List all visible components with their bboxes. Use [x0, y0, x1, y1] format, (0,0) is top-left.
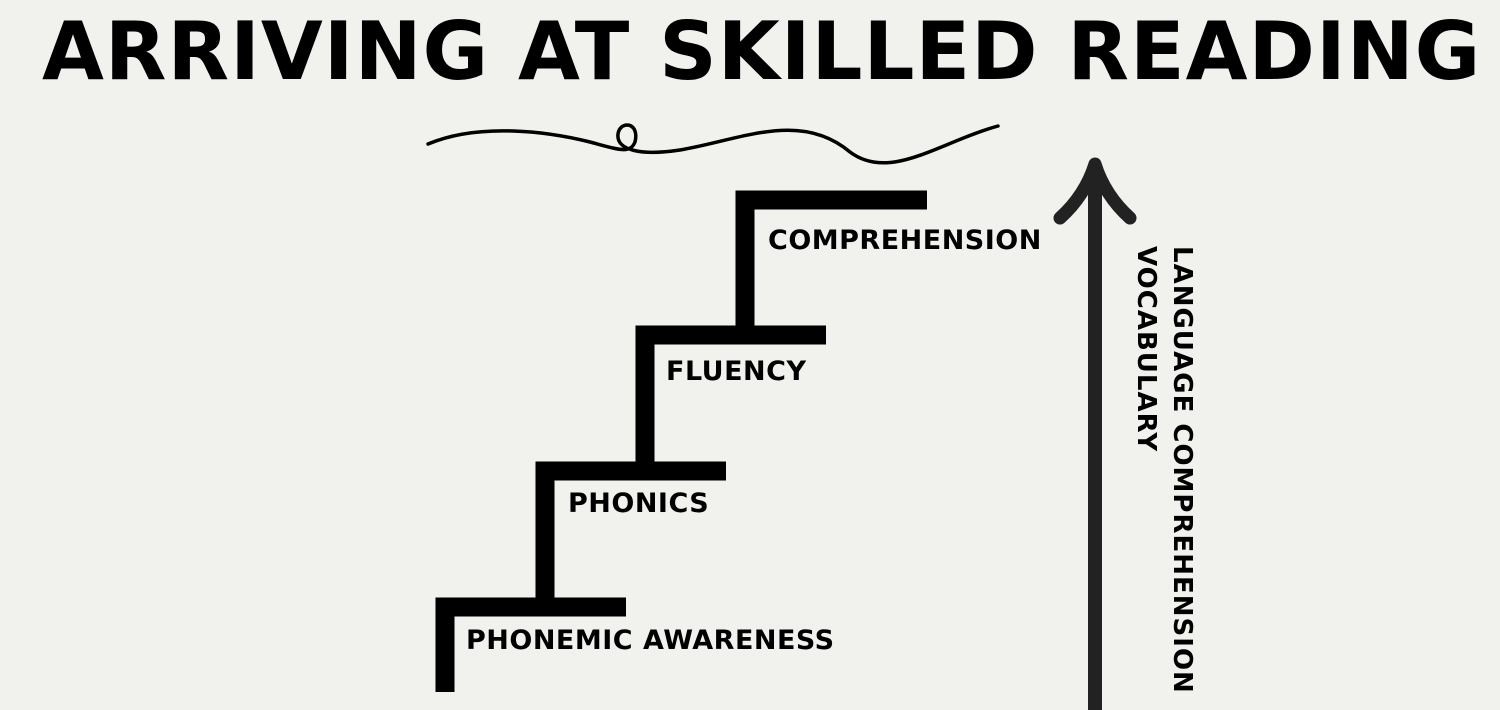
step-label-phonemic-awareness: PHONEMIC AWARENESS: [466, 625, 835, 656]
arrow-label: LANGUAGE COMPREHENSION VOCABULARY: [1128, 246, 1200, 694]
arrow-label-line-1: LANGUAGE COMPREHENSION: [1167, 246, 1197, 694]
stair-step-1: [435, 597, 626, 692]
arrow-label-line-2: VOCABULARY: [1131, 246, 1161, 453]
page-title: ARRIVING AT SKILLED READING: [42, 5, 1482, 98]
stair-step-2: [535, 461, 726, 607]
step-label-comprehension: COMPREHENSION: [768, 225, 1042, 256]
squiggle-divider-icon: [426, 123, 1000, 165]
step-label-fluency: FLUENCY: [666, 356, 807, 387]
step-label-phonics: PHONICS: [568, 488, 710, 519]
stair-step-3: [635, 325, 826, 471]
stair-step-4: [735, 190, 927, 335]
upward-arrow-icon: [1053, 157, 1137, 710]
